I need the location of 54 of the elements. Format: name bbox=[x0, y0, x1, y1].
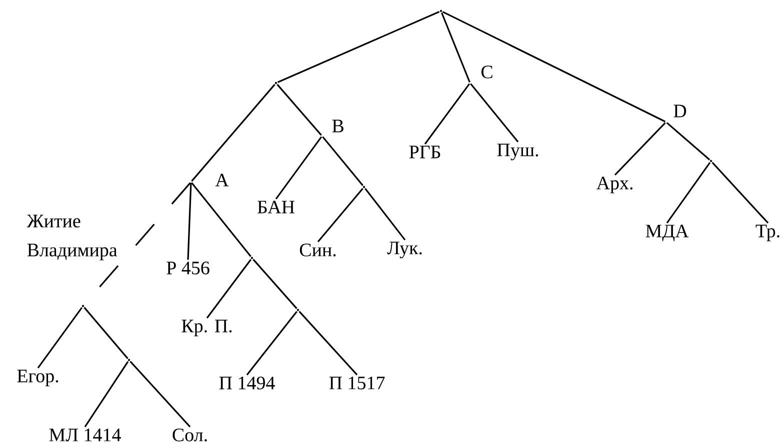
manuscript-label: Арх. bbox=[596, 176, 632, 194]
branch-point bbox=[128, 358, 130, 362]
manuscript-label: РГБ bbox=[409, 146, 440, 158]
branch-letter: B bbox=[332, 120, 344, 132]
branch-letter: D bbox=[674, 104, 686, 118]
manuscript-label: Лук. bbox=[387, 242, 422, 258]
branch-line bbox=[666, 122, 710, 160]
branch-line bbox=[98, 182, 191, 288]
branch-line bbox=[275, 136, 322, 200]
manuscript-label: Р 456 bbox=[166, 262, 210, 274]
branch-line bbox=[614, 122, 666, 176]
branch-line bbox=[130, 360, 191, 428]
branch-line bbox=[187, 182, 192, 260]
branch-line bbox=[84, 306, 128, 360]
manuscript-label: Егор. bbox=[17, 370, 58, 386]
branch-letter: A bbox=[215, 174, 229, 186]
edge-label: Житие Владимира bbox=[26, 214, 118, 260]
branch-line bbox=[424, 83, 470, 144]
branch-point bbox=[82, 304, 84, 308]
manuscript-label: Кр. П. bbox=[182, 320, 232, 336]
manuscript-label: Тр. bbox=[756, 224, 780, 242]
manuscript-label: БАН bbox=[258, 200, 294, 214]
branch-line bbox=[37, 307, 83, 368]
branch-line bbox=[246, 311, 298, 376]
branch-line bbox=[298, 310, 358, 376]
branch-line bbox=[470, 83, 519, 142]
manuscript-label: Пуш. bbox=[497, 144, 538, 160]
branch-line bbox=[322, 136, 364, 186]
branch-line bbox=[666, 162, 711, 224]
manuscript-label: МЛ 1414 bbox=[49, 428, 121, 442]
branch-point bbox=[296, 308, 300, 312]
branch-point bbox=[274, 82, 278, 84]
branch-line bbox=[712, 162, 769, 224]
branch-line bbox=[84, 361, 129, 428]
branch-line bbox=[206, 259, 252, 318]
branch-line bbox=[440, 12, 470, 82]
manuscript-label: МДА bbox=[646, 224, 689, 242]
branch-line bbox=[276, 84, 322, 136]
branch-line bbox=[277, 11, 440, 83]
branch-line bbox=[191, 182, 252, 258]
manuscript-label: П 1494 bbox=[219, 376, 275, 390]
manuscript-label: Сол. bbox=[172, 428, 207, 442]
branch-line bbox=[364, 188, 406, 240]
branch-line bbox=[252, 258, 298, 310]
branch-point bbox=[362, 186, 366, 188]
branch-line bbox=[442, 11, 666, 122]
branch-point bbox=[440, 10, 442, 12]
branch-point bbox=[250, 256, 254, 260]
manuscript-label: П 1517 bbox=[329, 376, 385, 390]
manuscript-label: Син. bbox=[300, 244, 336, 256]
branch-line bbox=[191, 84, 276, 182]
branch-point bbox=[710, 160, 712, 162]
branch-line bbox=[317, 188, 364, 242]
branch-letter: C bbox=[481, 66, 492, 78]
